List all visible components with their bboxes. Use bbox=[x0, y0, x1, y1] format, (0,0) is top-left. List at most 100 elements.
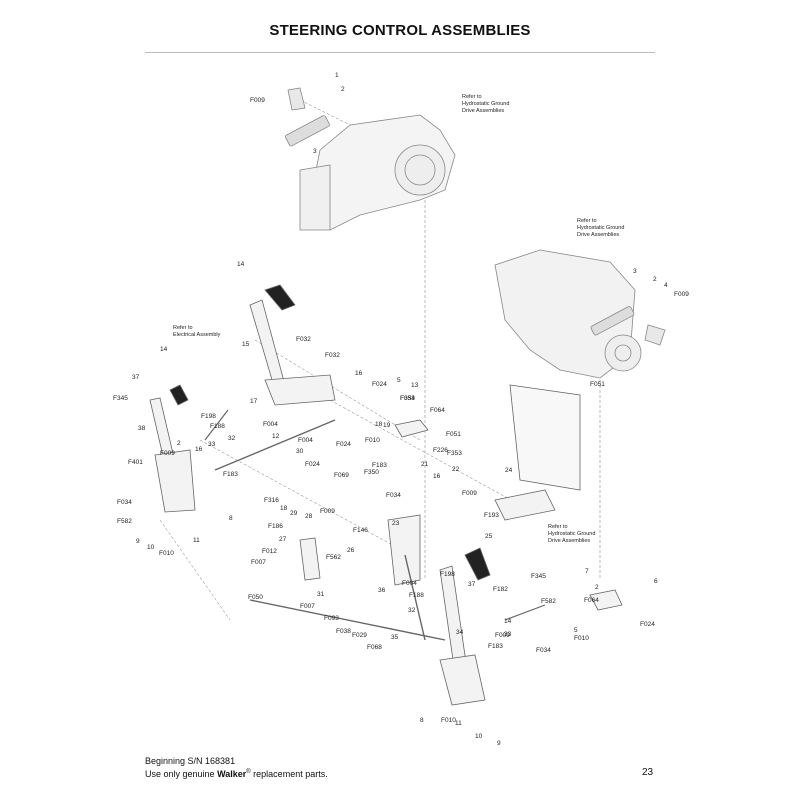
callout-label: F198 bbox=[440, 571, 455, 578]
callout-label: 25 bbox=[485, 533, 493, 540]
title-rule bbox=[145, 52, 655, 53]
callout-label: F034 bbox=[400, 395, 415, 402]
callout-label: 8 bbox=[420, 717, 424, 724]
callout-label: 23 bbox=[392, 520, 400, 527]
reference-note-line: Electrical Assembly bbox=[173, 332, 221, 338]
callout-label: F024 bbox=[336, 441, 351, 448]
callout-label: 18 bbox=[375, 421, 383, 428]
callout-label: 5 bbox=[574, 627, 578, 634]
engine-top bbox=[285, 87, 456, 231]
callout-label: 35 bbox=[391, 634, 399, 641]
callout-label: 2 bbox=[177, 440, 181, 447]
callout-label: F034 bbox=[117, 499, 132, 506]
parts-line: Use only genuine Walker® replacement par… bbox=[145, 767, 328, 780]
callout-label: 3 bbox=[313, 148, 317, 155]
callout-label: F004 bbox=[263, 421, 278, 428]
reference-note-line: Refer to bbox=[462, 94, 482, 100]
callout-label: F562 bbox=[326, 554, 341, 561]
callout-label: F582 bbox=[117, 518, 132, 525]
callout-label: 29 bbox=[290, 510, 298, 517]
callout-label: 13 bbox=[411, 382, 419, 389]
callout-label: F010 bbox=[159, 550, 174, 557]
callout-label: 14 bbox=[237, 261, 245, 268]
callout-label: 14 bbox=[504, 618, 512, 625]
callout-label: 26 bbox=[347, 547, 355, 554]
callout-label: F029 bbox=[352, 632, 367, 639]
callout-label: F069 bbox=[334, 472, 349, 479]
callout-label: F009 bbox=[462, 490, 477, 497]
callout-label: 11 bbox=[455, 720, 462, 727]
callout-label: F007 bbox=[300, 603, 315, 610]
callout-label: 16 bbox=[433, 473, 441, 480]
callout-label: F009 bbox=[674, 291, 689, 298]
callout-label: 4 bbox=[664, 282, 668, 289]
callout-label: F064 bbox=[584, 597, 599, 604]
callout-label: 14 bbox=[160, 346, 168, 353]
callout-label: 18 bbox=[280, 505, 288, 512]
steering-parts bbox=[149, 284, 623, 706]
callout-label: F183 bbox=[372, 462, 387, 469]
page-number: 23 bbox=[642, 767, 654, 778]
callout-label: 19 bbox=[383, 422, 391, 429]
callout-label: 6 bbox=[654, 578, 658, 585]
callout-label: 2 bbox=[341, 86, 345, 93]
callout-label: 33 bbox=[504, 631, 512, 638]
callout-label: 1 bbox=[335, 72, 339, 79]
reference-notes: Refer to Hydrostatic Ground Drive Assemb… bbox=[173, 94, 624, 544]
callout-label: F401 bbox=[128, 459, 143, 466]
callout-label: 11 bbox=[193, 537, 200, 544]
callout-label: F032 bbox=[296, 336, 311, 343]
callout-label: 9 bbox=[136, 538, 140, 545]
callout-label: 3 bbox=[633, 268, 637, 275]
reference-note-line: Hydrostatic Ground bbox=[462, 101, 509, 107]
callout-label: F353 bbox=[447, 450, 462, 457]
callout-label: 33 bbox=[208, 441, 216, 448]
callout-label: 15 bbox=[242, 341, 250, 348]
callout-label: 34 bbox=[456, 629, 464, 636]
callout-label: 24 bbox=[505, 467, 513, 474]
reference-note-line: Refer to bbox=[577, 218, 597, 224]
parts-suffix: replacement parts. bbox=[250, 769, 328, 779]
callout-label: 10 bbox=[147, 544, 155, 551]
callout-label: F004 bbox=[298, 437, 313, 444]
callout-label: 16 bbox=[195, 446, 203, 453]
callout-label: F182 bbox=[493, 586, 508, 593]
callout-label: 28 bbox=[305, 513, 313, 520]
callout-label: F093 bbox=[324, 615, 339, 622]
callout-label: 32 bbox=[228, 435, 236, 442]
callout-label: F034 bbox=[536, 647, 551, 654]
callout-label: F010 bbox=[365, 437, 380, 444]
callout-label: F051 bbox=[446, 431, 461, 438]
reference-note-line: Hydrostatic Ground bbox=[548, 531, 595, 537]
callout-label: 36 bbox=[378, 587, 386, 594]
callout-label: F034 bbox=[386, 492, 401, 499]
callout-label: F350 bbox=[364, 469, 379, 476]
callout-label: F226 bbox=[433, 447, 448, 454]
callout-label: F012 bbox=[262, 548, 277, 555]
leader-lines bbox=[159, 99, 601, 621]
callout-label: F010 bbox=[441, 717, 456, 724]
callout-label: 31 bbox=[317, 591, 325, 598]
callout-label: 7 bbox=[585, 568, 589, 575]
callout-label: F038 bbox=[336, 628, 351, 635]
reference-note-line: Drive Assemblies bbox=[462, 108, 504, 114]
callout-label: 2 bbox=[595, 584, 599, 591]
callout-label: F186 bbox=[268, 523, 283, 530]
callout-label: F345 bbox=[113, 395, 128, 402]
registered-mark: ® bbox=[246, 769, 251, 775]
callout-label: 38 bbox=[138, 425, 146, 432]
callout-label: F024 bbox=[640, 621, 655, 628]
callout-label: 5 bbox=[397, 377, 401, 384]
brand-name: Walker bbox=[217, 769, 247, 779]
parts-prefix: Use only genuine bbox=[145, 769, 218, 779]
callout-label: F009 bbox=[250, 97, 265, 104]
callout-label: 9 bbox=[497, 740, 501, 747]
callout-label: F188 bbox=[210, 423, 225, 430]
callout-label: F004 bbox=[402, 580, 417, 587]
callout-label: 27 bbox=[279, 536, 287, 543]
callout-label: F009 bbox=[160, 450, 175, 457]
callout-label: F193 bbox=[484, 512, 499, 519]
callout-label: 2 bbox=[653, 276, 657, 283]
callout-label: F007 bbox=[251, 559, 266, 566]
callout-label: 16 bbox=[355, 370, 363, 377]
